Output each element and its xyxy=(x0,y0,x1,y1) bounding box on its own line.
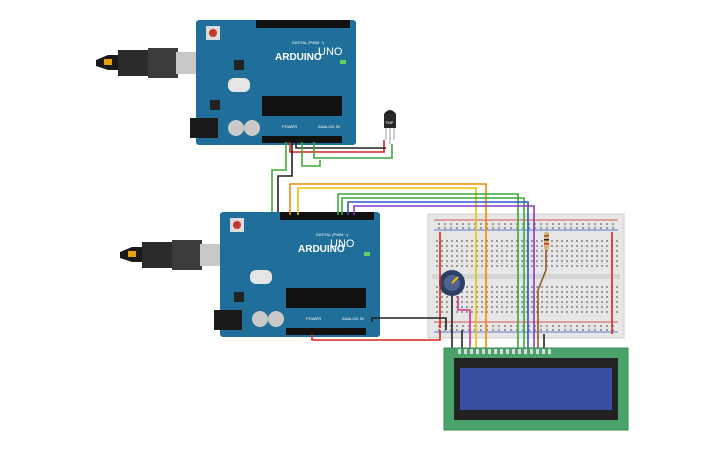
on-led-bottom xyxy=(364,252,370,256)
power-label-bottom: POWER xyxy=(306,316,321,321)
on-led-top xyxy=(340,60,346,64)
digital-header-top[interactable] xyxy=(256,20,350,28)
lcd-pin-header[interactable] xyxy=(458,349,551,354)
lcd-16x2[interactable] xyxy=(443,347,629,431)
digital-label-bottom: DIGITAL (PWM ~) xyxy=(316,232,349,237)
breadboard-rail-wires[interactable] xyxy=(439,232,613,352)
breadboard-center-gap xyxy=(432,274,620,279)
digital-label-top: DIGITAL (PWM ~) xyxy=(292,40,325,45)
digital-header-bottom[interactable] xyxy=(280,212,374,220)
power-label-top: POWER xyxy=(282,124,297,129)
atmega-chip-bottom xyxy=(286,288,366,308)
uno-label-top: UNO xyxy=(318,46,343,58)
lcd-display xyxy=(460,368,612,410)
atmega-chip-top xyxy=(262,96,342,116)
analog-power-header-top[interactable] xyxy=(262,136,342,143)
arduino-uno-bottom[interactable]: ARDUINO UNO DIGITAL (PWM ~) POWER ANALOG… xyxy=(120,212,380,337)
capacitor-2-bottom xyxy=(268,311,284,327)
analog-power-header-bottom[interactable] xyxy=(286,328,366,335)
capacitor-1-top xyxy=(228,120,244,136)
potentiometer[interactable] xyxy=(439,270,465,296)
breadboard-holes[interactable] xyxy=(436,223,618,331)
resistor[interactable] xyxy=(544,232,549,250)
crystal-bottom xyxy=(250,270,272,284)
temperature-sensor[interactable]: TMP xyxy=(384,110,396,144)
power-jack-bottom xyxy=(214,310,242,330)
power-jack-top xyxy=(190,118,218,138)
analog-label-top: ANALOG IN xyxy=(318,124,340,129)
analog-label-bottom: ANALOG IN xyxy=(342,316,364,321)
uno-label-bottom: UNO xyxy=(330,238,355,250)
arduino-logo-text-bottom: ARDUINO xyxy=(298,244,345,255)
capacitor-2-top xyxy=(244,120,260,136)
wires-top[interactable] xyxy=(271,140,393,215)
capacitor-1-bottom xyxy=(252,311,268,327)
crystal-top xyxy=(228,78,250,92)
arduino-uno-top[interactable]: ARDUINO UNO DIGITAL (PWM ~) POWER ANALOG… xyxy=(96,20,356,145)
tmp-label: TMP xyxy=(385,120,394,125)
arduino-logo-text-top: ARDUINO xyxy=(275,52,322,63)
